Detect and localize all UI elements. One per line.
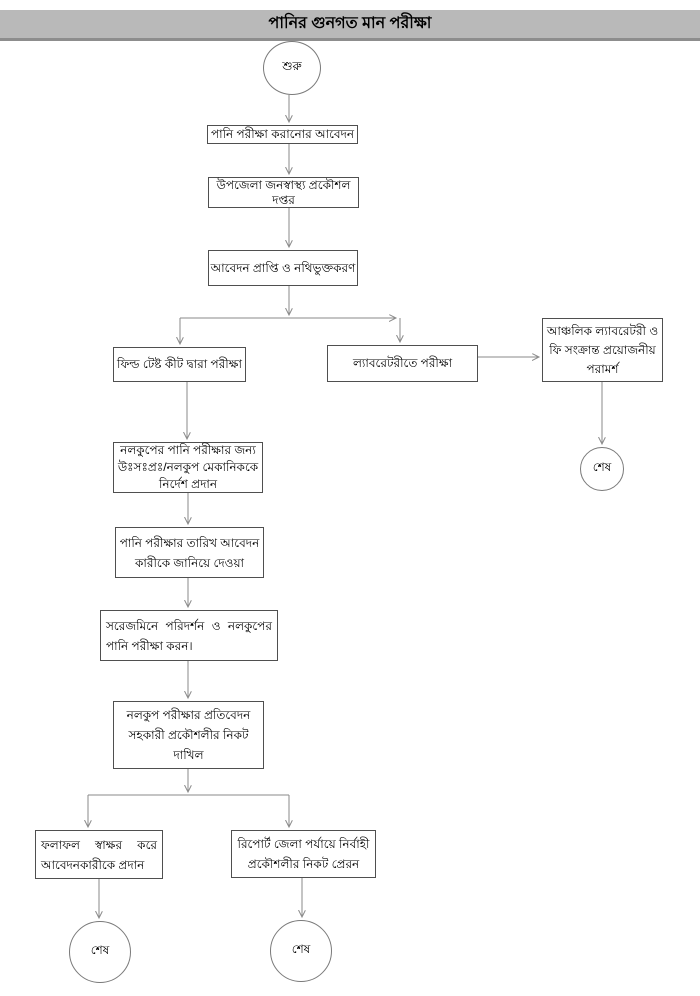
end-terminal-lab: শেষ (580, 447, 624, 491)
node-application: পানি পরীক্ষা করানোর আবেদন (207, 125, 358, 144)
page-title: পানির গুনগত মান পরীক্ষা (268, 15, 432, 32)
page-header: পানির গুনগত মান পরীক্ষা (0, 10, 700, 41)
end-terminal-report: শেষ (270, 920, 332, 982)
node-field-test: ফিল্ড টেষ্ট কীট দ্বারা পরীক্ষা (113, 347, 246, 382)
start-terminal: শুরু (263, 41, 321, 95)
node-report-to-executive: রিপোর্ট জেলা পর্যায়ে নির্বাহীপ্রকৌশলীর … (231, 830, 376, 878)
end-terminal-result: শেষ (69, 921, 131, 983)
node-result-delivery: ফলাফল স্বাক্ষর করেআবেদনকারীকে প্রদান (35, 830, 163, 879)
node-receipt-registration: আবেদন প্রাপ্তি ও নথিভুক্তকরণ (208, 250, 358, 286)
node-lab-test: ল্যাবরেটরীতে পরীক্ষা (327, 345, 478, 382)
